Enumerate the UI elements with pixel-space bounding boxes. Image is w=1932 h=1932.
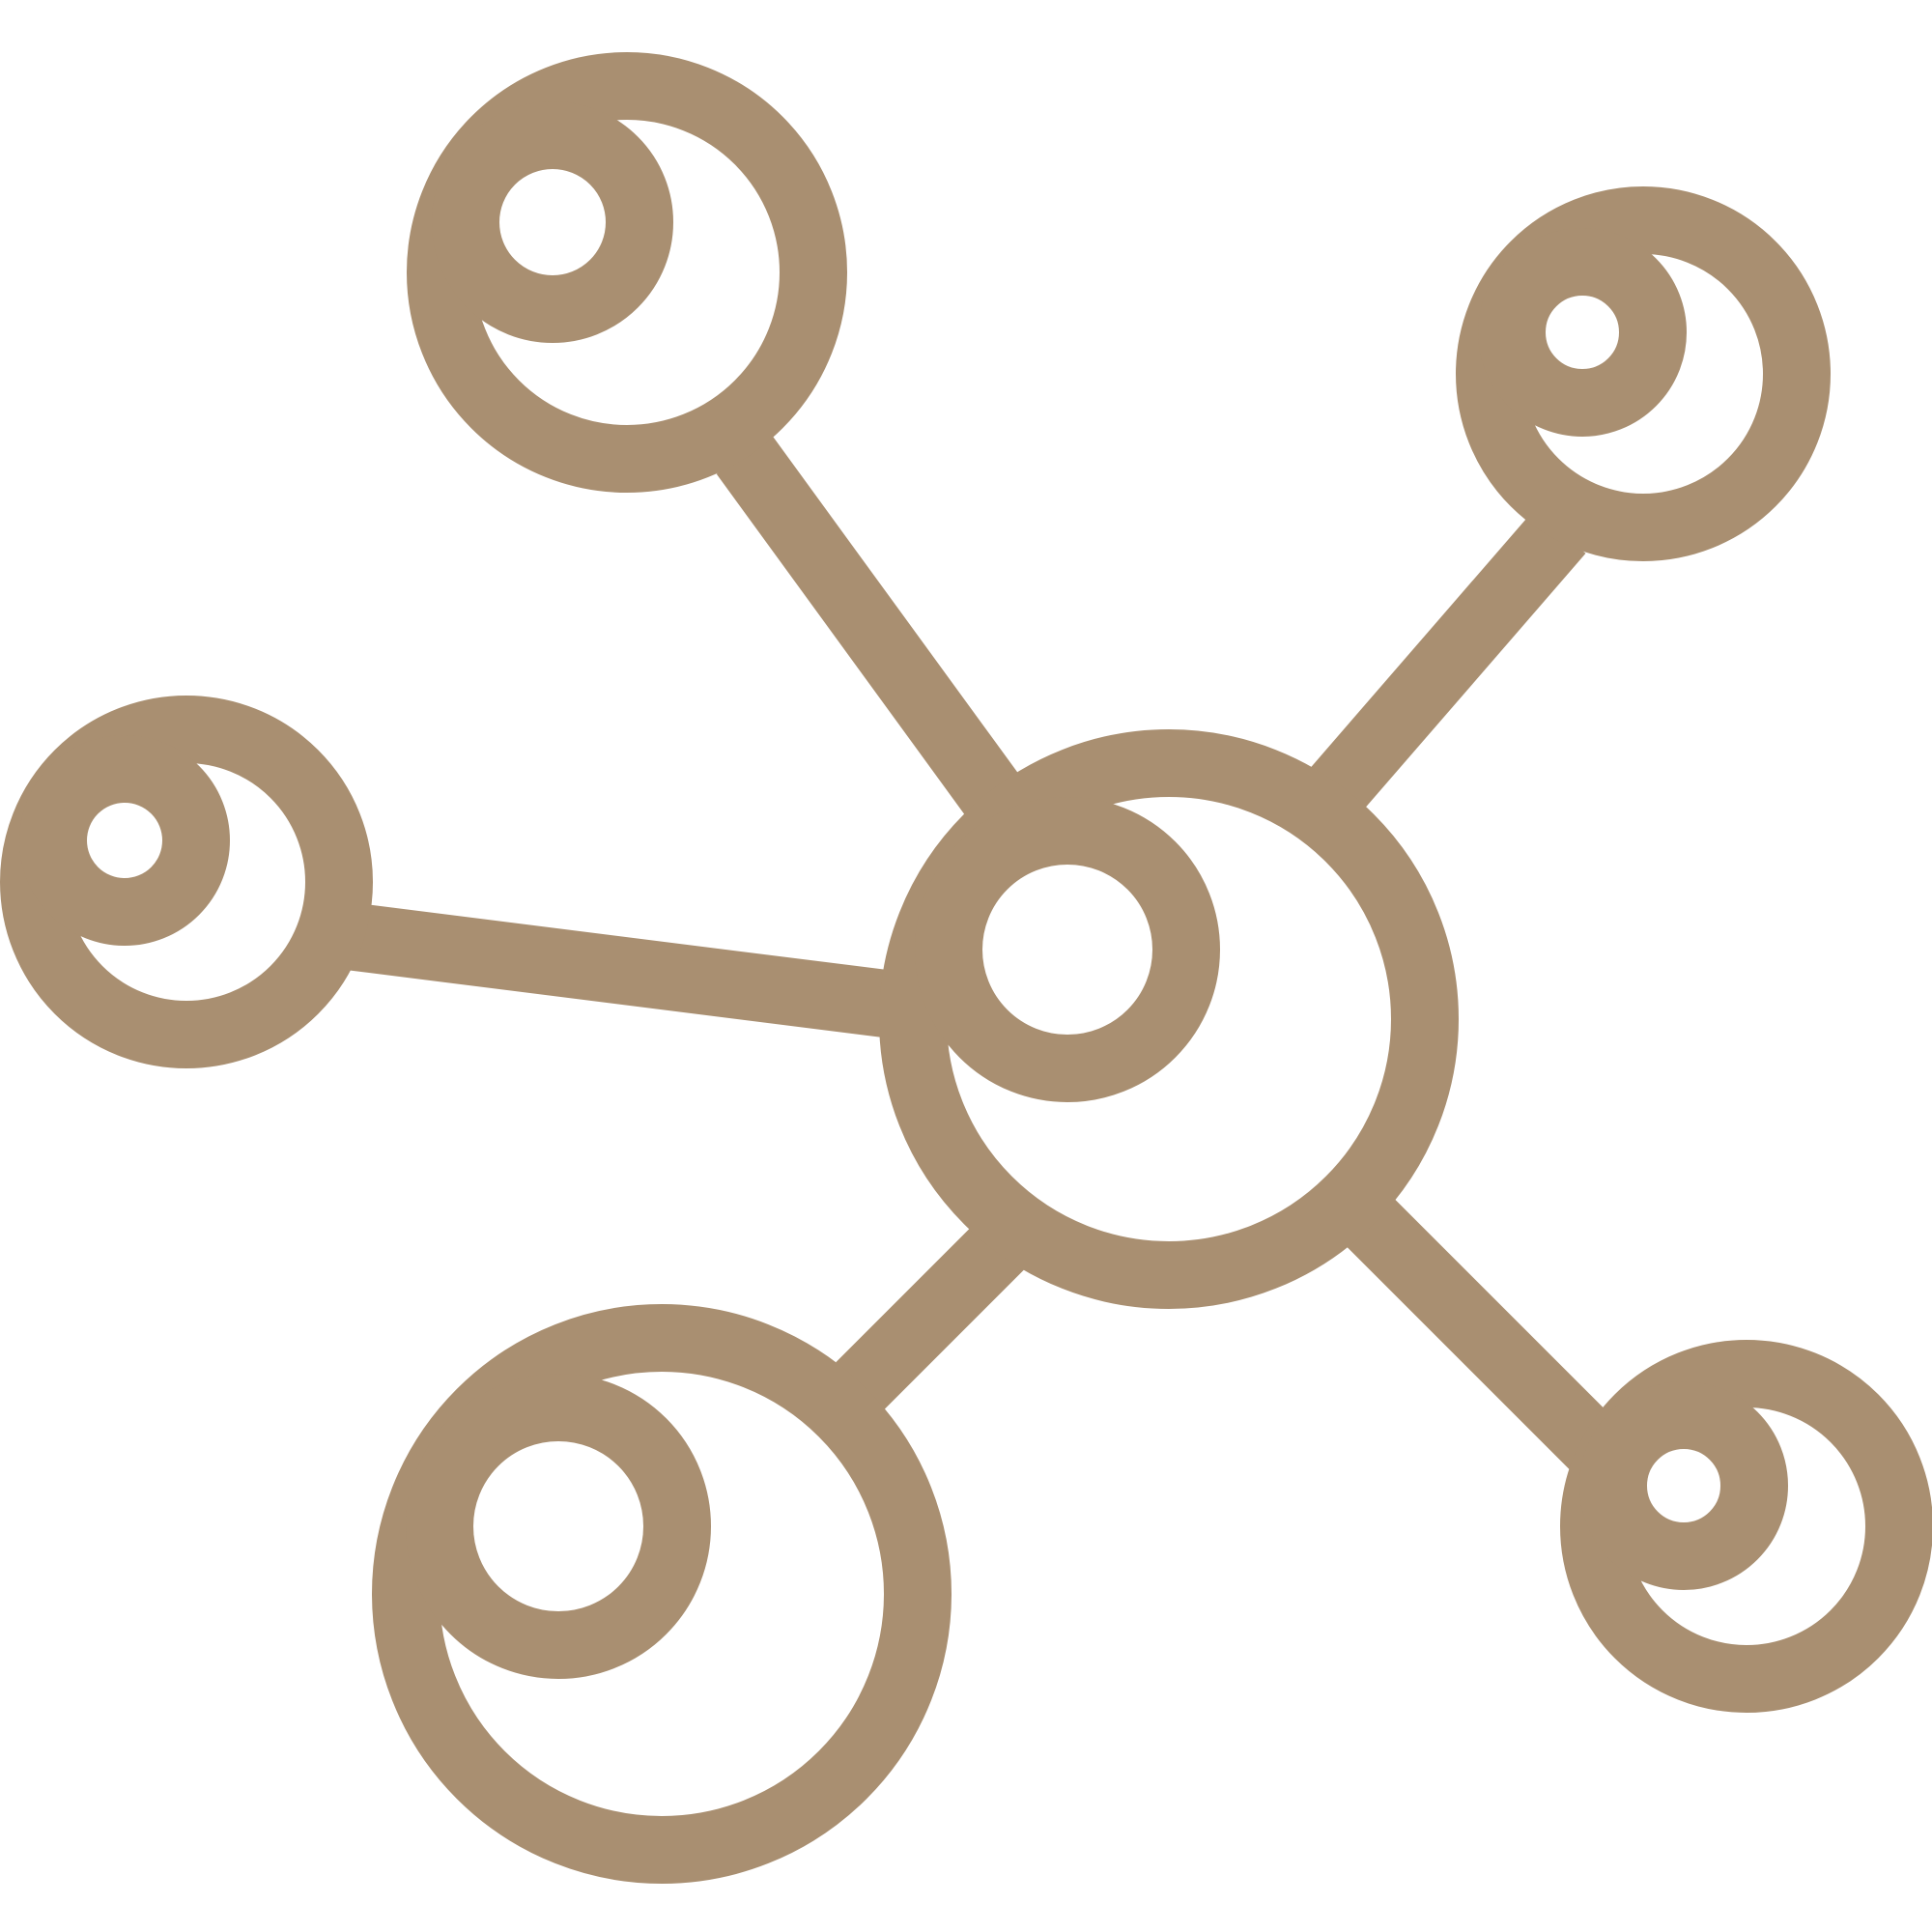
atom-top-right xyxy=(1456,186,1831,561)
bond-top-right xyxy=(1302,509,1586,821)
atom-center-highlight xyxy=(915,797,1220,1102)
atom-center xyxy=(879,729,1459,1309)
bond-left xyxy=(335,901,921,1041)
bond-bottom-left xyxy=(836,1217,1029,1410)
atom-bottom-right xyxy=(1560,1340,1932,1713)
atom-top-right-highlight xyxy=(1478,228,1687,437)
atom-left-highlight xyxy=(19,735,230,946)
atom-bottom-left xyxy=(372,1304,952,1884)
atom-bottom-right-highlight xyxy=(1579,1381,1788,1590)
atom-top-left xyxy=(407,52,847,493)
atom-bottom-left-highlight xyxy=(406,1374,711,1679)
atom-top-left-highlight xyxy=(432,101,673,343)
bonds-group xyxy=(335,434,1626,1478)
atom-left xyxy=(0,696,373,1068)
bond-bottom-right xyxy=(1336,1188,1626,1478)
bond-top-left xyxy=(716,434,1023,819)
atoms-group xyxy=(0,52,1932,1884)
